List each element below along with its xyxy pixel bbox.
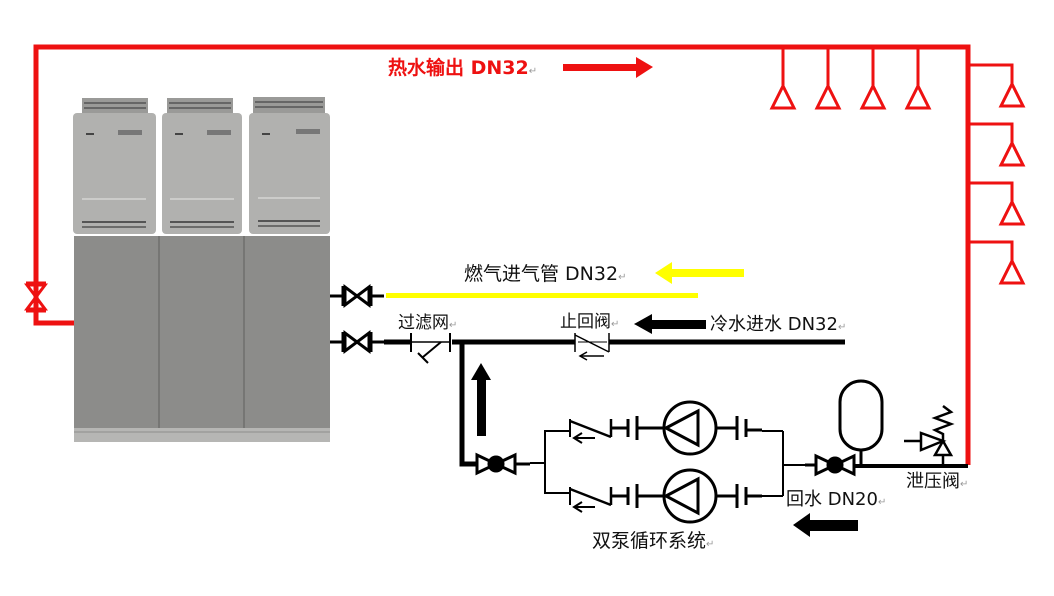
fixtures-right-column [968, 63, 1026, 285]
dual-pump-text: 双泵循环系统 [592, 530, 707, 552]
pump-branch-1 [569, 400, 783, 456]
filter-label: 过滤网↵ [398, 315, 457, 332]
paragraph-mark: ↵ [837, 322, 847, 333]
fixture-top-1 [769, 47, 797, 110]
pump-isolation-valve-right [805, 453, 856, 477]
heater-bank [73, 97, 330, 442]
relief-valve-symbol [904, 405, 955, 466]
fixture-right-1 [968, 63, 1026, 108]
check-valve-text: 止回阀 [560, 312, 611, 332]
gas-inlet-text: 燃气进气管 DN32 [464, 263, 619, 285]
gas-pipe [386, 293, 698, 298]
heater-unit-1 [73, 98, 156, 234]
fixtures-top-row [769, 47, 932, 110]
paragraph-mark: ↵ [611, 319, 620, 330]
hot-water-arrow [563, 57, 653, 78]
return-water-label: 回水 DN20↵ [786, 491, 886, 509]
hot-water-valve [24, 281, 48, 313]
gas-inlet-label: 燃气进气管 DN32↵ [464, 265, 626, 284]
fixture-top-4 [904, 47, 932, 110]
heater-cabinet [74, 236, 330, 432]
filter-symbol [410, 333, 451, 364]
paragraph-mark: ↵ [960, 479, 969, 490]
heater-unit-3 [249, 97, 330, 234]
pump-header-left [544, 430, 570, 494]
heater-base-plinth [74, 428, 330, 442]
filter-text: 过滤网 [398, 313, 449, 333]
fixture-top-3 [859, 47, 887, 110]
paragraph-mark: ↵ [449, 320, 458, 331]
paragraph-mark: ↵ [877, 497, 887, 508]
cold-water-in-text: 冷水进水 DN32 [710, 314, 838, 335]
paragraph-mark: ↵ [706, 539, 715, 550]
return-water-arrow [793, 513, 858, 537]
hot-water-out-text: 热水输出 DN32 [388, 57, 529, 79]
fixture-right-3 [968, 181, 1026, 226]
cold-water-arrow [634, 314, 706, 334]
return-water-text: 回水 DN20 [786, 489, 878, 510]
check-valve-symbol [574, 333, 610, 361]
cold-water-in-label: 冷水进水 DN32↵ [710, 316, 846, 334]
expansion-tank [838, 379, 884, 466]
fixture-top-2 [814, 47, 842, 110]
gas-valve [330, 284, 384, 308]
cold-water-valve [330, 330, 384, 354]
fixture-right-4 [968, 240, 1026, 285]
check-valve-label: 止回阀↵ [560, 314, 619, 331]
return-riser-pipe [459, 342, 476, 467]
relief-valve-label: 泄压阀↵ [906, 473, 968, 491]
dual-pump-label: 双泵循环系统↵ [592, 532, 714, 551]
fixture-right-2 [968, 122, 1026, 167]
hot-water-pipe [33, 44, 971, 465]
paragraph-mark: ↵ [618, 272, 627, 283]
hot-water-out-label: 热水输出 DN32↵ [388, 59, 537, 78]
return-up-arrow [471, 363, 491, 436]
paragraph-mark: ↵ [528, 66, 538, 77]
pump-isolation-valve-left [475, 452, 530, 476]
heater-unit-2 [162, 98, 242, 234]
gas-arrow [655, 262, 744, 284]
relief-valve-text: 泄压阀 [906, 471, 960, 492]
pump-branch-2 [569, 468, 783, 524]
